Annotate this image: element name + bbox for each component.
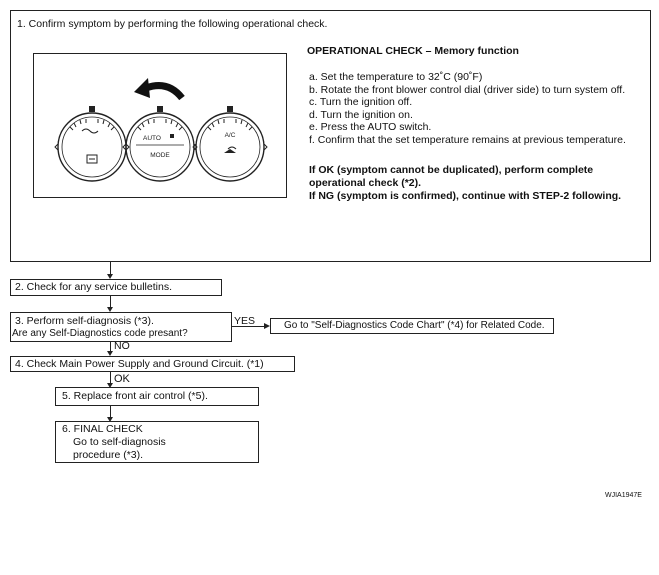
step6-line-2: Go to self-diagnosis xyxy=(73,436,166,448)
connector-step2-step3 xyxy=(110,296,111,308)
op-step-b: b. Rotate the front blower control dial … xyxy=(309,83,626,96)
step3-box xyxy=(10,312,232,342)
dial-auto-label: AUTO xyxy=(143,135,161,142)
result-instructions: If OK (symptom cannot be duplicated), pe… xyxy=(309,164,621,203)
figure-code: WJIA1947E xyxy=(605,492,642,499)
control-panel-illustration: AUTO MODE A/C xyxy=(33,53,287,198)
no-label: NO xyxy=(114,340,130,352)
temperature-dial-left xyxy=(54,106,130,182)
op-step-a: a. Set the temperature to 32˚C (90˚F) xyxy=(309,71,483,83)
step6-line-1: 6. FINAL CHECK xyxy=(62,423,143,435)
arrowhead-icon xyxy=(264,323,270,329)
result-ok-line-1: If OK (symptom cannot be duplicated), pe… xyxy=(309,164,594,176)
step3-line-2: Are any Self-Diagnostics code presant? xyxy=(12,328,188,339)
arrowhead-icon xyxy=(107,417,113,422)
op-step-e: e. Press the AUTO switch. xyxy=(309,121,432,134)
step5-box xyxy=(55,387,259,406)
result-ng: If NG (symptom is confirmed), continue w… xyxy=(309,190,622,202)
yes-label: YES xyxy=(234,315,256,327)
step2-text: 2. Check for any service bulletins. xyxy=(15,281,172,293)
yes-action-box xyxy=(270,318,554,334)
ok-label: OK xyxy=(114,373,130,385)
op-step-f: f. Confirm that the set temperature rema… xyxy=(309,133,626,146)
mode-dial-center: AUTO MODE xyxy=(122,106,198,182)
connector-step1-step2 xyxy=(110,262,111,274)
step6-line-3: procedure (*3). xyxy=(73,449,144,461)
dial-ac-label: A/C xyxy=(225,132,236,139)
step4-text: 4. Check Main Power Supply and Ground Ci… xyxy=(15,358,264,370)
step1-title: 1. Confirm symptom by performing the fol… xyxy=(17,18,328,30)
arrowhead-icon xyxy=(107,351,113,356)
operational-steps-list: a. Set the temperature to 32˚C (90˚F) b.… xyxy=(309,71,626,147)
step2-box xyxy=(10,279,222,296)
temperature-dial-right: A/C xyxy=(192,106,268,182)
op-step-c: c. Turn the ignition off. xyxy=(309,96,413,109)
arrowhead-icon xyxy=(107,383,113,388)
step6-box xyxy=(55,421,259,463)
step5-text: 5. Replace front air control (*5). xyxy=(62,390,208,402)
arrowhead-icon xyxy=(107,274,113,279)
step3-line-1: 3. Perform self-diagnosis (*3). xyxy=(15,315,154,327)
operational-check-heading: OPERATIONAL CHECK – Memory function xyxy=(307,45,519,57)
op-step-d: d. Turn the ignition on. xyxy=(309,108,413,121)
connector-step5-step6 xyxy=(110,406,111,418)
connector-step3-step4 xyxy=(110,342,111,352)
arrowhead-icon xyxy=(107,307,113,312)
result-ok-line-2: operational check (*2). xyxy=(309,177,422,189)
dial-mode-label: MODE xyxy=(150,152,170,159)
connector-yes xyxy=(232,326,264,327)
yes-action-text: Go to "Self-Diagnostics Code Chart" (*4)… xyxy=(284,320,545,331)
control-dials-image: AUTO MODE A/C xyxy=(54,78,268,182)
step4-box xyxy=(10,356,295,372)
connector-step4-step5 xyxy=(110,372,111,384)
rotate-counterclockwise-arrow-icon xyxy=(134,78,185,101)
